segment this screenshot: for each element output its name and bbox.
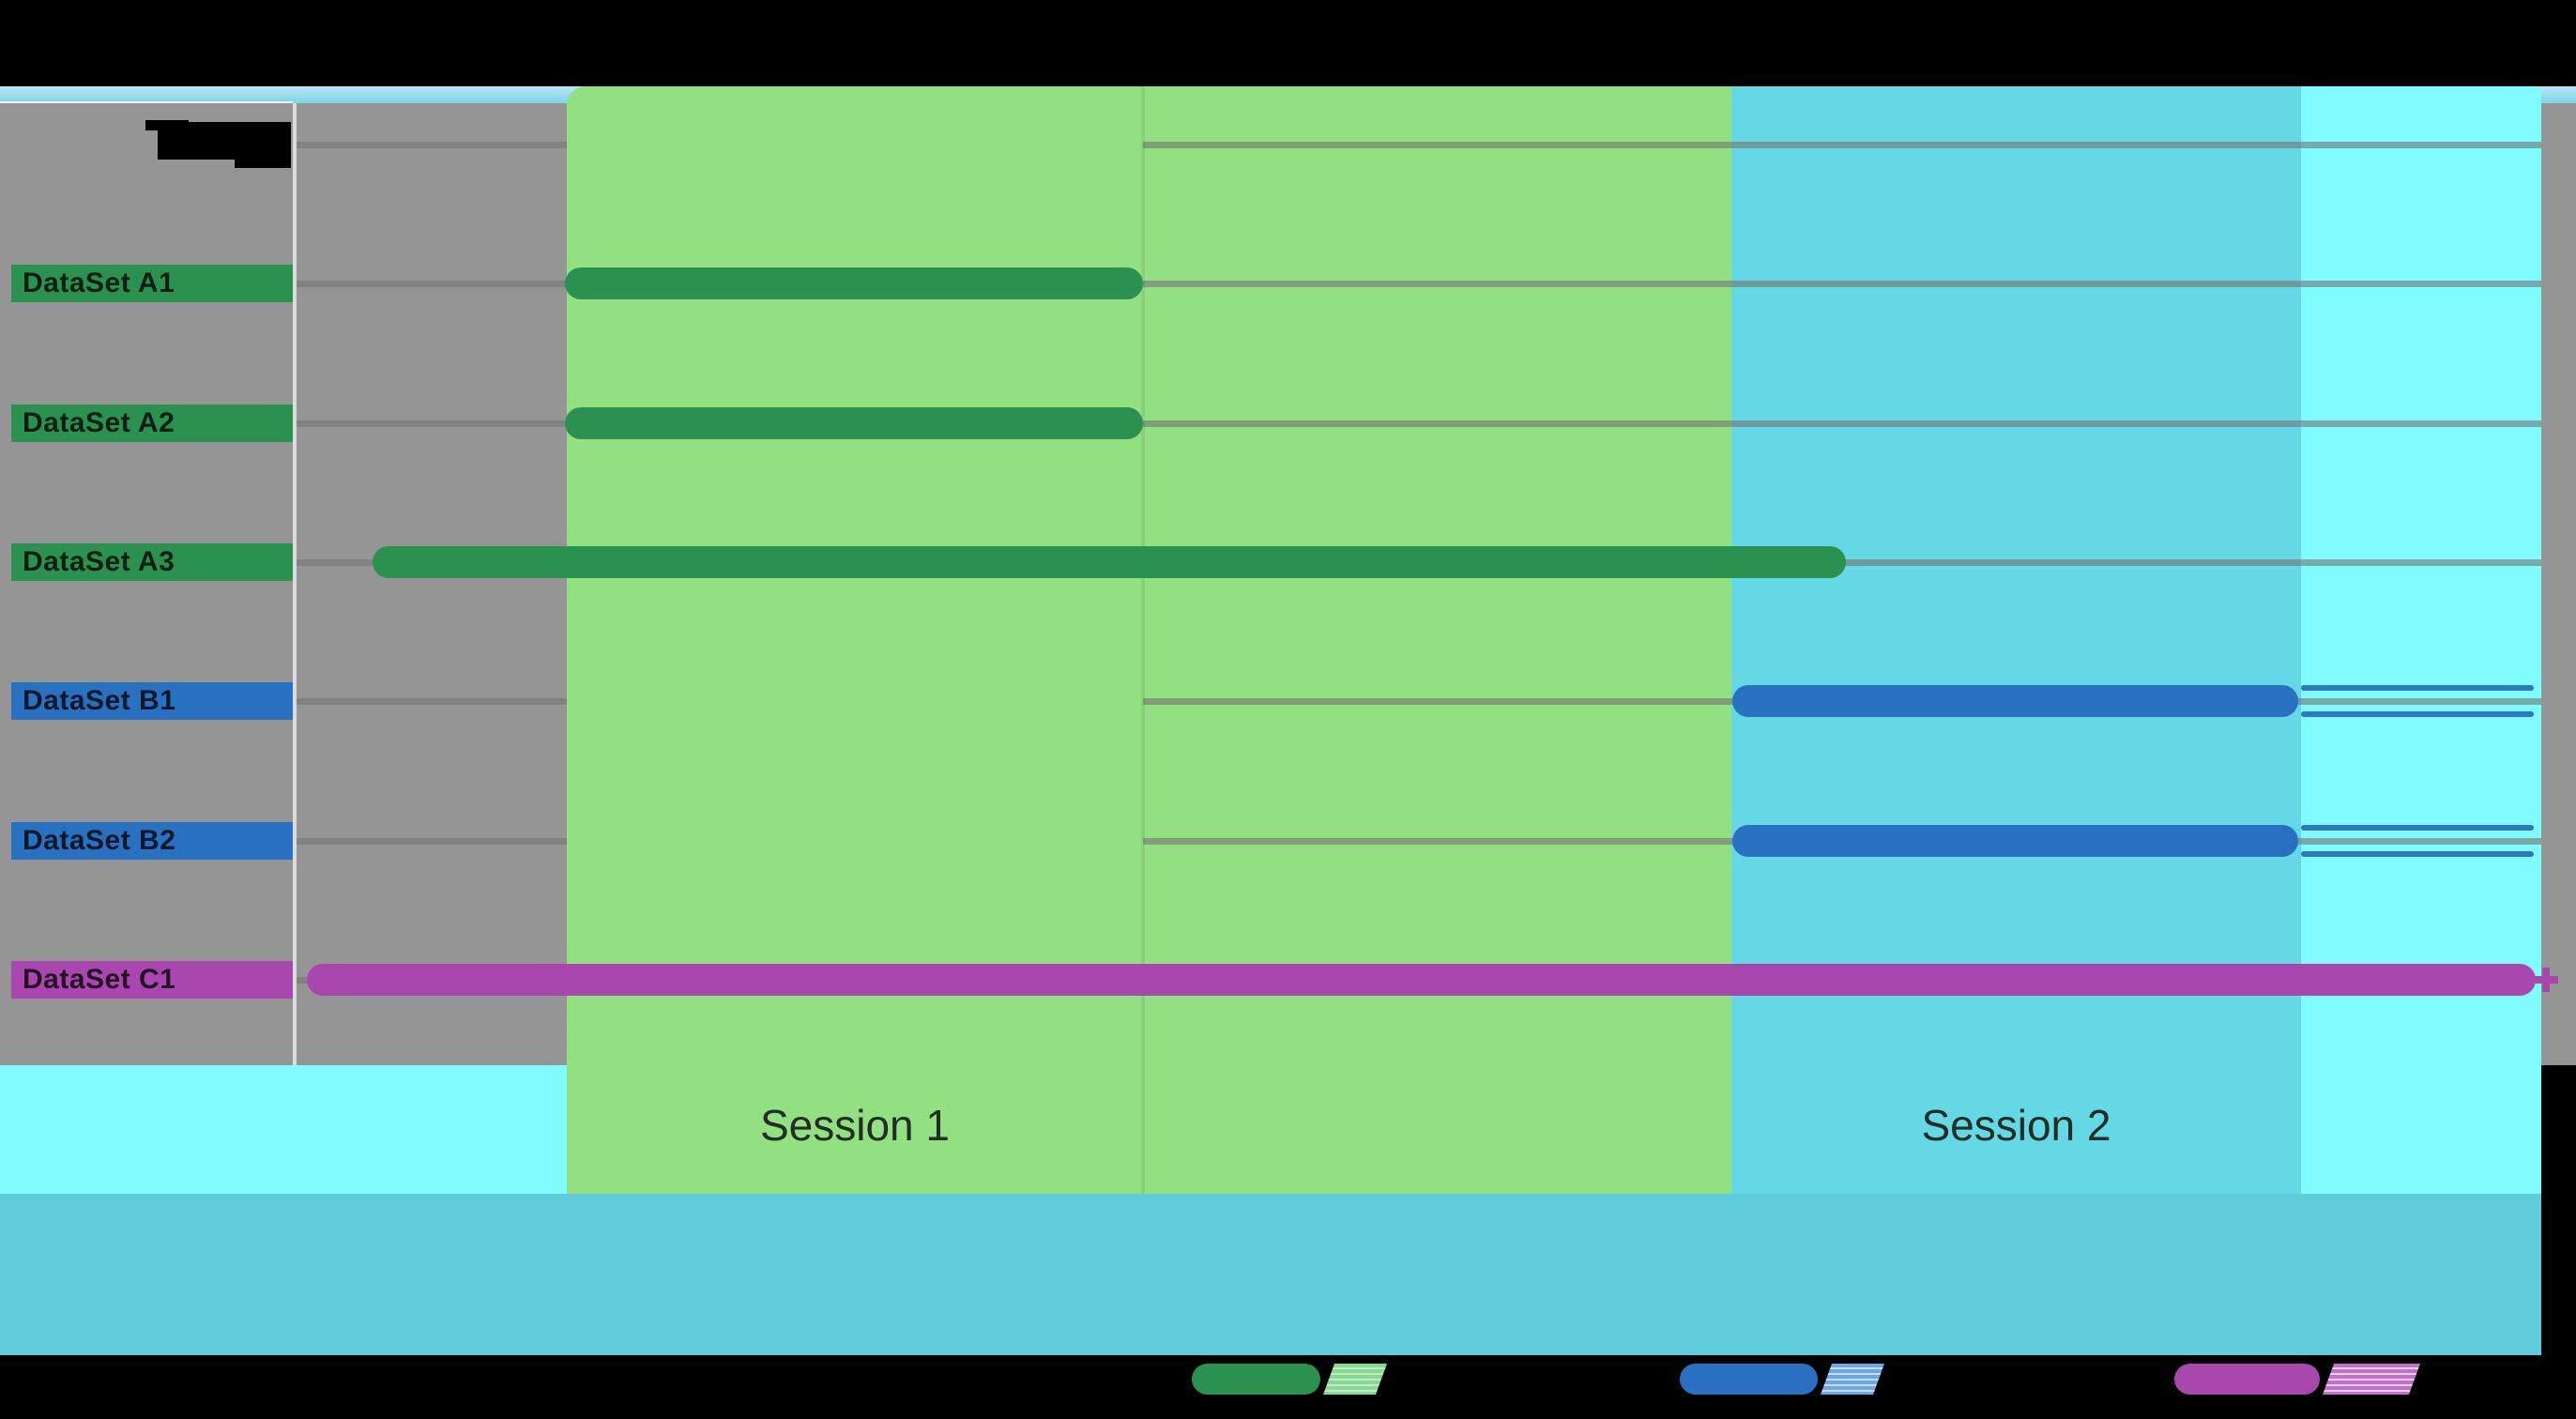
gantt-bar <box>1732 825 2298 857</box>
vertical-gridline <box>1141 86 1145 1194</box>
legend-swatch-pill <box>1192 1364 1320 1395</box>
gantt-bar <box>565 407 1143 439</box>
bar-edge-line <box>2301 685 2534 691</box>
session1-label: Session 1 <box>759 1101 950 1150</box>
row-label: DataSet C1 <box>11 961 293 999</box>
row-gridline <box>297 420 2541 427</box>
legend-swatch-stripes <box>2322 1364 2421 1395</box>
gantt-bar <box>565 267 1143 299</box>
redacted-axis-title-block <box>158 122 291 160</box>
gantt-bar <box>307 964 2536 996</box>
legend-swatch-pill <box>2174 1364 2320 1395</box>
bar-edge-line <box>2301 825 2534 831</box>
axis-separator-line <box>293 103 297 1065</box>
top-strip-divider <box>0 101 293 104</box>
bar-edge-line <box>2301 711 2534 717</box>
bar-edge-line <box>2301 851 2534 857</box>
row-gridline <box>297 838 2541 845</box>
session2-label: Session 2 <box>1921 1101 2111 1150</box>
row-gridline <box>297 281 2541 287</box>
post-session-panel <box>2301 86 2541 1194</box>
row-label: DataSet B2 <box>11 822 293 860</box>
redacted-axis-title-block <box>235 158 291 168</box>
row-label: DataSet A3 <box>11 543 293 581</box>
session2-panel <box>1731 86 2301 1194</box>
bottom-band <box>0 1194 2541 1355</box>
bottom-left-band <box>0 1065 567 1194</box>
row-label: DataSet A1 <box>11 265 293 302</box>
row-label: DataSet B1 <box>11 682 293 720</box>
row-gridline <box>297 698 2541 705</box>
legend-swatch-stripes <box>1322 1364 1388 1395</box>
legend-swatch-stripes <box>1820 1364 1885 1395</box>
session1-upper-overlay <box>567 86 1143 1194</box>
bar-end-plus-marker <box>2534 968 2558 992</box>
row-gridline <box>297 142 2541 148</box>
row-label: DataSet A2 <box>11 404 293 442</box>
legend-swatch-pill <box>1680 1364 1818 1395</box>
gantt-bar <box>373 546 1846 578</box>
gantt-bar <box>1732 685 2298 717</box>
